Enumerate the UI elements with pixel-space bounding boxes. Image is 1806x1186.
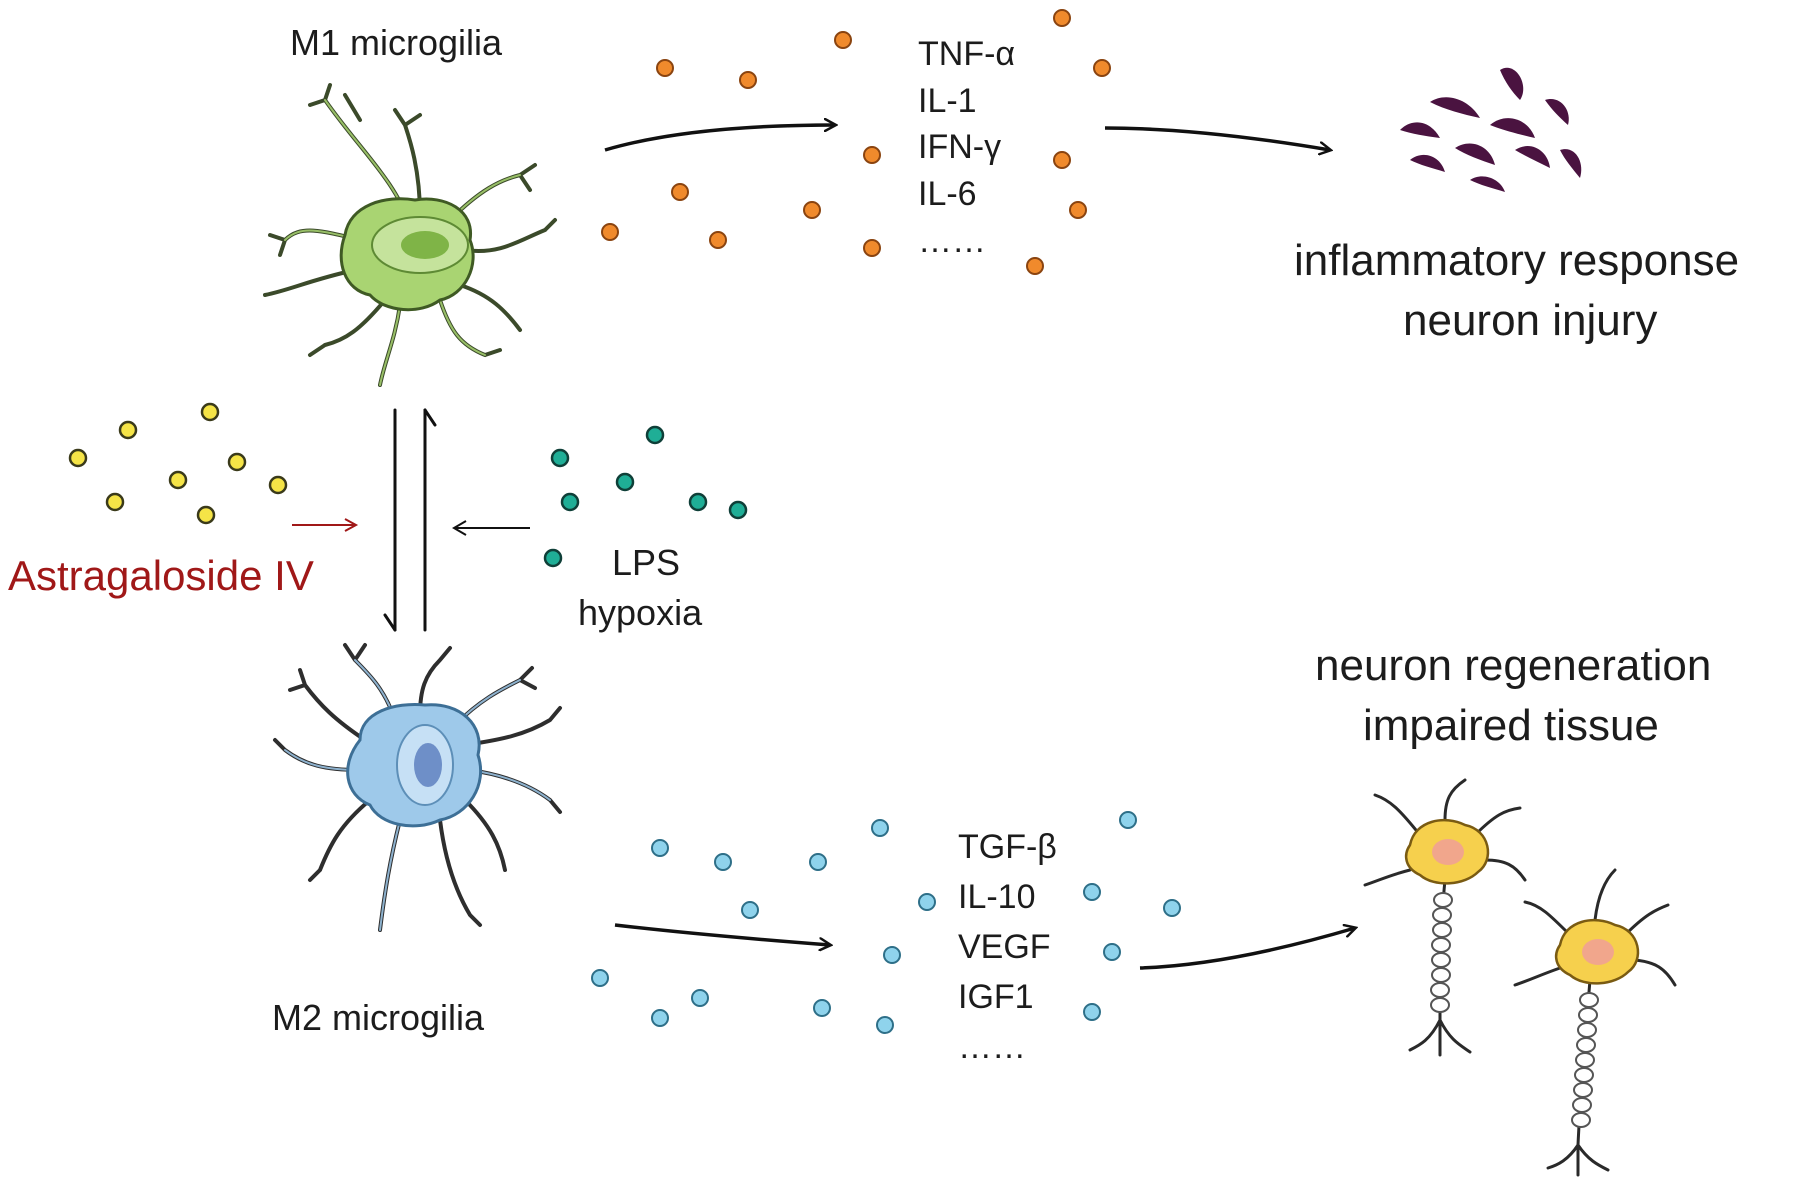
m1-cytokine-more: …… — [918, 222, 986, 260]
stimulus-line-1: LPS — [612, 542, 680, 583]
m2-cytokine-4: IGF1 — [958, 978, 1034, 1016]
m2-outcome-2: impaired tissue — [1363, 701, 1659, 750]
m1-outcome-2: neuron injury — [1403, 296, 1657, 345]
m2-cytokines-to-outcome-arrow — [1139, 928, 1355, 970]
lps-particles — [543, 425, 748, 568]
tissue-damage-icon — [1400, 67, 1582, 192]
m2-cytokine-3: VEGF — [958, 928, 1051, 966]
m1-microglia-cell — [263, 83, 557, 387]
m1-label: M1 microgilia — [290, 22, 503, 63]
m2-cytokine-particles — [591, 811, 1181, 1034]
astragaloside-particles — [68, 402, 288, 525]
m1-m2-equilibrium-arrows — [383, 408, 437, 632]
stimulus-line-2: hypoxia — [578, 592, 703, 633]
m1-cytokine-4: IL-6 — [918, 175, 977, 213]
m1-cytokine-1: TNF-α — [918, 35, 1015, 73]
m2-cytokine-2: IL-10 — [958, 878, 1036, 916]
astragaloside-label: Astragaloside IV — [8, 552, 314, 599]
m1-cytokine-particles — [601, 9, 1111, 275]
m1-cytokine-3: IFN-γ — [918, 128, 1001, 166]
m1-cytokines-to-outcome-arrow — [1104, 126, 1330, 150]
m1-to-cytokines-arrow — [604, 125, 835, 152]
m2-to-cytokines-arrow — [614, 923, 830, 945]
m2-outcome-1: neuron regeneration — [1315, 641, 1711, 690]
m2-microglia-cell — [273, 643, 562, 932]
neurons-icon — [1363, 778, 1677, 1177]
m2-label: M2 microgilia — [272, 997, 485, 1038]
m2-cytokine-more: …… — [958, 1028, 1026, 1066]
m2-cytokine-1: TGF-β — [958, 828, 1057, 866]
m1-outcome-1: inflammatory response — [1294, 236, 1739, 285]
m1-cytokine-2: IL-1 — [918, 82, 977, 120]
